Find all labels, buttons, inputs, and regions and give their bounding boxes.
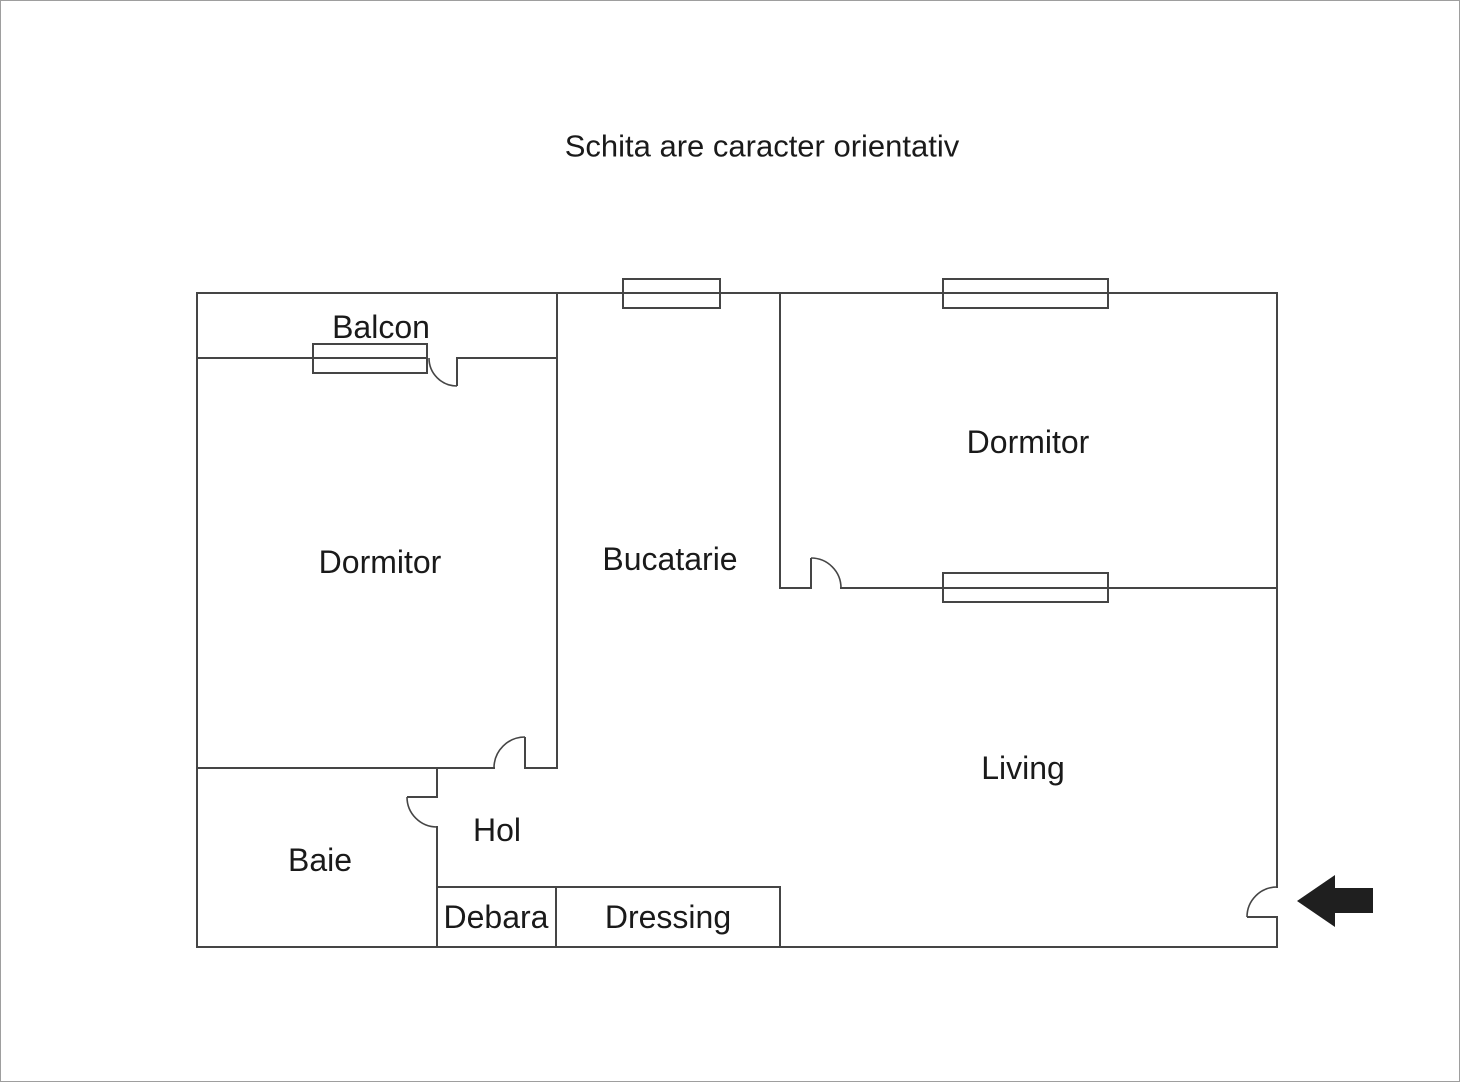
- dormitor-right-window-bottom: [942, 572, 1109, 603]
- room-label-balcon: Balcon: [332, 309, 430, 345]
- room-label-debara: Debara: [444, 899, 549, 935]
- room-label-bucatarie: Bucatarie: [602, 541, 737, 577]
- bucatarie-window: [622, 278, 721, 309]
- entrance-door: [1246, 886, 1278, 918]
- dormitor-right-window-top: [942, 278, 1109, 309]
- room-label-hol: Hol: [473, 812, 521, 848]
- room-label-dormitor-right: Dormitor: [967, 424, 1090, 460]
- dormitor-left-door: [493, 736, 526, 769]
- dormitor-left-door-arc: [493, 736, 526, 769]
- room-label-baie: Baie: [288, 842, 352, 878]
- balcon-window: [312, 343, 428, 374]
- room-label-dormitor-left: Dormitor: [319, 544, 442, 580]
- plan-title: Schita are caracter orientativ: [565, 129, 960, 164]
- room-label-dressing: Dressing: [605, 899, 731, 935]
- balcon-door: [428, 357, 458, 387]
- entrance-door-arc: [1246, 886, 1278, 918]
- dormitor-right-door: [810, 557, 842, 589]
- entrance-arrow-icon: [1297, 875, 1373, 927]
- dormitor-right-door-arc: [810, 557, 842, 589]
- room-label-living: Living: [981, 750, 1065, 786]
- balcon-door-arc: [428, 357, 458, 387]
- baie-door-arc: [406, 796, 438, 828]
- baie-door: [406, 796, 438, 828]
